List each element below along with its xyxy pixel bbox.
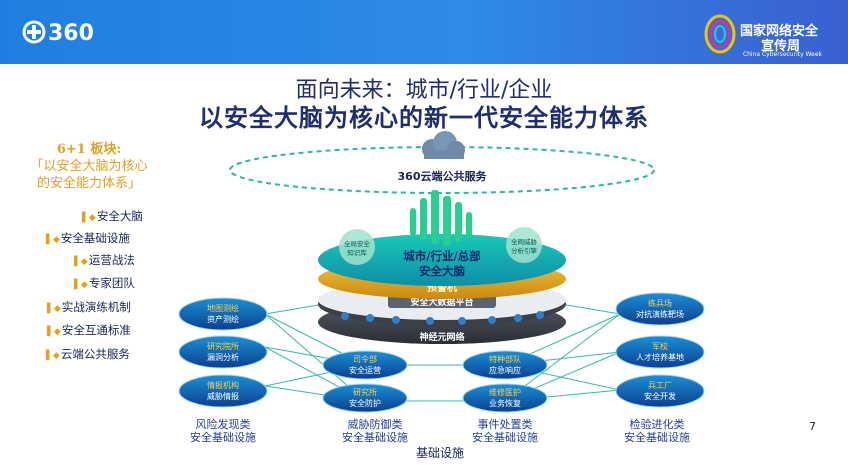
- pill-security-defense: 研究所 安全防护: [322, 383, 408, 413]
- sidebar-item-label: 运营战法: [88, 253, 135, 267]
- sidebar-item-infrastructure: ▌◆安全基础设施: [46, 230, 130, 246]
- pill-subtitle: 漏洞分析: [207, 352, 239, 362]
- brain-label-line1: 城市/行业/总部: [403, 249, 481, 263]
- pill-subtitle: 人才培养基地: [636, 352, 684, 362]
- category-title: 事件处置类: [477, 418, 533, 431]
- sidebar-item-cloud-service: ▌◆云端公共服务: [46, 346, 130, 362]
- pill-talent-base: 军校 人才培养基地: [615, 335, 705, 369]
- cyber-week-badge-icon: [704, 14, 736, 54]
- sidebar-item-experts: ▌◆专家团队: [74, 275, 135, 291]
- category-threat-defense: 威胁防御类 安全基础设施: [330, 418, 420, 444]
- bubble-right-line1: 全网威胁: [511, 237, 538, 246]
- sidebar-heading-line1: 6+1 板块:: [56, 142, 122, 157]
- brain-disc: [318, 234, 566, 286]
- bubble-right-line2: 分析引擎: [511, 246, 538, 255]
- pill-subtitle: 安全防护: [349, 398, 381, 408]
- pill-subtitle: 资产测绘: [207, 314, 239, 324]
- sidebar-item-label: 云端公共服务: [60, 347, 130, 361]
- category-risk-discovery: 风险发现类 安全基础设施: [178, 418, 268, 444]
- sidebar-heading-line2: 「以安全大脑为核心: [30, 159, 148, 174]
- platform-label: 安全大数据平台: [410, 296, 473, 308]
- bullet-icon: ▌◆: [47, 327, 61, 337]
- pill-title: 司令部: [353, 354, 377, 364]
- category-title: 风险发现类: [195, 418, 251, 431]
- pill-subtitle: 对抗演练靶场: [636, 309, 684, 319]
- pill-title: 特种部队: [489, 354, 521, 364]
- sidebar-item-label: 安全大脑: [96, 209, 143, 223]
- page-number: 7: [809, 420, 816, 433]
- sidebar-heading: 6+1 板块: 「以安全大脑为核心 的安全能力体系」: [24, 141, 154, 192]
- sidebar-item-drills: ▌◆实战演练机制: [47, 299, 131, 315]
- category-title: 检验进化类: [629, 418, 685, 431]
- neuron-network-label: 神经元网络: [419, 331, 464, 343]
- sidebar-item-label: 实战演练机制: [61, 300, 131, 314]
- badge-subtitle: China Cybersecurity Week: [742, 51, 822, 58]
- cloud-icon: [422, 131, 465, 159]
- pill-security-ops: 司令部 安全运营: [322, 350, 408, 380]
- bullet-icon: ▌◆: [46, 235, 60, 245]
- pill-secure-dev: 兵工厂 安全开发: [615, 374, 705, 408]
- sidebar-heading-line3: 的安全能力体系」: [36, 176, 141, 191]
- pill-title: 兵工厂: [648, 380, 672, 390]
- pill-cyber-range: 练兵场 对抗演练靶场: [615, 292, 705, 326]
- category-validation-evolution: 检验进化类 安全基础设施: [612, 418, 702, 444]
- pill-subtitle: 威胁情报: [207, 391, 239, 401]
- pill-threat-intel: 情报机构 威胁情报: [178, 374, 268, 408]
- 360-logo: 360: [22, 20, 94, 46]
- logo-text: 360: [48, 21, 94, 46]
- pill-title: 维修医护: [489, 387, 521, 397]
- bullet-icon: ▌◆: [47, 304, 61, 314]
- header-bar: 360 国家网络安全 宣传周 China Cybersecurity Week: [0, 0, 848, 64]
- pill-incident-response: 特种部队 应急响应: [462, 350, 548, 380]
- knowledge-base-bubble: [339, 229, 375, 265]
- category-subtitle: 安全基础设施: [624, 431, 690, 444]
- pill-subtitle: 业务恢复: [489, 398, 521, 408]
- pill-title: 情报机构: [207, 380, 239, 390]
- bullet-icon: ▌◆: [74, 257, 88, 267]
- pill-subtitle: 安全运营: [349, 365, 381, 375]
- category-title: 威胁防御类: [347, 418, 403, 431]
- category-subtitle: 安全基础设施: [472, 431, 538, 444]
- footer-infrastructure-label: 基础设施: [415, 446, 464, 460]
- bullet-icon: ▌◆: [46, 351, 60, 361]
- pill-title: 军校: [652, 341, 668, 351]
- badge-title-line1: 国家网络安全: [739, 24, 818, 39]
- category-incident-handling: 事件处置类 安全基础设施: [460, 418, 550, 444]
- sidebar-item-standards: ▌◆安全互通标准: [47, 322, 131, 338]
- analysis-engine-bubble: [506, 227, 542, 263]
- bullet-icon: ▌◆: [74, 280, 88, 290]
- bullet-icon: ▌◆: [82, 213, 96, 223]
- category-subtitle: 安全基础设施: [342, 431, 408, 444]
- sidebar-item-brain: ▌◆安全大脑: [82, 208, 143, 224]
- sidebar-item-label: 安全互通标准: [61, 323, 131, 337]
- platform-icons: [341, 311, 544, 325]
- sidebar-item-tactics: ▌◆运营战法: [74, 252, 135, 268]
- bubble-left-line2: 知识库: [347, 248, 367, 257]
- pill-vuln-analysis: 研究院所 漏洞分析: [178, 335, 268, 369]
- brain-label-line2: 安全大脑: [419, 264, 465, 278]
- page-title-line2: 以安全大脑为核心的新一代安全能力体系: [199, 104, 649, 132]
- badge-title-line2: 宣传周: [760, 39, 800, 54]
- sidebar-item-label: 安全基础设施: [60, 231, 130, 245]
- pill-business-recovery: 维修医护 业务恢复: [462, 383, 548, 413]
- pill-asset-mapping: 地图测绘 资产测绘: [178, 297, 268, 331]
- category-subtitle: 安全基础设施: [190, 431, 256, 444]
- cloud-boundary: [229, 146, 655, 194]
- pill-title: 研究院所: [207, 341, 239, 351]
- pill-subtitle: 应急响应: [489, 365, 521, 375]
- pill-title: 研究所: [353, 387, 377, 397]
- bubble-left-line1: 全局安全: [344, 239, 371, 248]
- sidebar-item-label: 专家团队: [88, 276, 135, 290]
- data-pillars-icon: [410, 190, 472, 246]
- pill-title: 练兵场: [648, 298, 672, 308]
- page-title-line1: 面向未来：城市/行业/企业: [295, 78, 553, 103]
- pill-subtitle: 安全开发: [644, 391, 676, 401]
- pill-title: 地图测绘: [207, 303, 239, 313]
- cloud-service-label: 360云端公共服务: [398, 169, 488, 183]
